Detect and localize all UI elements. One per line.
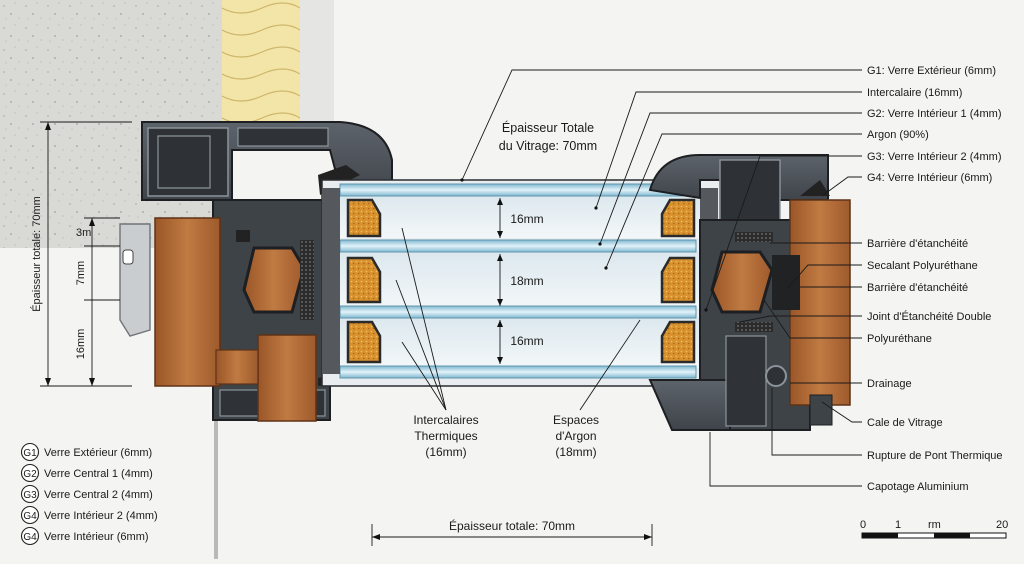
legend-badge: G4 xyxy=(23,511,37,522)
legend: G1 Verre Extérieur (6mm) G2 Verre Centra… xyxy=(20,442,158,546)
bottom-dimension: Épaisseur totale: 70mm xyxy=(371,518,653,546)
legend-text: Verre Intérieur (6mm) xyxy=(44,531,149,543)
scale-tick-20: 20 xyxy=(996,519,1008,531)
label-secalant: Secalant Polyuréthane xyxy=(867,260,978,272)
total-thickness-caption-line1: Épaisseur Totale xyxy=(502,120,594,135)
legend-item: G4 Verre Intérieur (6mm) xyxy=(20,526,149,546)
scale-tick-1: 1 xyxy=(895,519,901,531)
center-captions: Intercalaires Thermiques (16mm) Espaces … xyxy=(395,227,641,459)
bottom-total-dim: Épaisseur totale: 70mm xyxy=(449,518,575,533)
gap-dim-1: 16mm xyxy=(510,212,543,226)
legend-item: G1 Verre Extérieur (6mm) xyxy=(20,442,152,462)
spacers-caption-1: Intercalaires xyxy=(413,413,478,427)
left-frame-profile xyxy=(119,121,393,422)
left-dim-7mm: 7mm xyxy=(75,261,87,285)
right-frame-profile xyxy=(648,154,851,431)
left-dimensions: Épaisseur totale: 70mm 3m 7mm 16mm xyxy=(30,121,132,387)
glass-g2 xyxy=(339,239,697,253)
label-g2: G2: Verre Intérieur 1 (4mm) xyxy=(867,108,1002,120)
label-cale: Cale de Vitrage xyxy=(867,417,943,429)
label-capotage: Capotage Aluminium xyxy=(867,481,969,493)
argon-caption-1: Espaces xyxy=(553,413,599,427)
glass-g3 xyxy=(339,305,697,319)
legend-text: Verre Extérieur (6mm) xyxy=(44,447,152,459)
label-argon: Argon (90%) xyxy=(867,129,929,141)
gap-dim-2: 18mm xyxy=(510,274,543,288)
insulation-layer xyxy=(222,0,300,122)
scale-bar: 0 1 rm 20 xyxy=(860,519,1008,539)
spacers-caption-3: (16mm) xyxy=(425,445,466,459)
label-g3: G3: Verre Intérieur 2 (4mm) xyxy=(867,151,1002,163)
spacers-caption-2: Thermiques xyxy=(414,429,477,443)
leader-lines xyxy=(460,69,862,487)
legend-badge: G1 xyxy=(23,448,37,459)
handle xyxy=(119,223,151,337)
legend-text: Verre Central 2 (4mm) xyxy=(44,489,153,501)
argon-caption-3: (18mm) xyxy=(555,445,596,459)
argon-caption-2: d'Argon xyxy=(556,429,597,443)
left-dim-3m: 3m xyxy=(76,227,91,239)
label-g1: G1: Verre Extérieur (6mm) xyxy=(867,65,996,77)
label-g4: G4: Verre Intérieur (6mm) xyxy=(867,172,992,184)
legend-text: Verre Central 1 (4mm) xyxy=(44,468,153,480)
glazing-unit xyxy=(321,179,721,387)
legend-item: G2 Verre Central 1 (4mm) xyxy=(20,463,153,483)
gap-dimensions: 16mm 18mm 16mm xyxy=(497,198,544,364)
left-total-dim: Épaisseur totale: 70mm xyxy=(30,196,43,312)
label-polyurethane: Polyuréthane xyxy=(867,333,932,345)
legend-text: Verre Intérieur 2 (4mm) xyxy=(44,510,158,522)
label-barriere-2: Barrière d'étanchéité xyxy=(867,282,968,294)
label-rupture: Rupture de Pont Thermique xyxy=(867,450,1003,462)
legend-item: G3 Verre Central 2 (4mm) xyxy=(20,484,153,504)
label-joint-double: Joint d'Étanchéité Double xyxy=(867,310,991,323)
legend-badge: G4 xyxy=(23,532,37,543)
label-drainage: Drainage xyxy=(867,378,912,390)
total-thickness-caption-line2: du Vitrage: 70mm xyxy=(499,139,597,153)
legend-badge: G2 xyxy=(23,469,37,480)
glass-g1 xyxy=(339,183,697,197)
legend-badge: G3 xyxy=(23,490,37,501)
scale-tick-0: 0 xyxy=(860,519,866,531)
right-labels: G1: Verre Extérieur (6mm) Intercalaire (… xyxy=(867,65,1003,493)
left-wood-frame xyxy=(154,217,221,387)
scale-unit: rm xyxy=(928,519,941,531)
glass-g4 xyxy=(339,365,697,379)
gap-dim-3: 16mm xyxy=(510,334,543,348)
legend-item: G4 Verre Intérieur 2 (4mm) xyxy=(20,505,158,525)
left-dim-16mm: 16mm xyxy=(75,329,87,360)
label-intercalaire: Intercalaire (16mm) xyxy=(867,87,962,99)
label-barriere-1: Barrière d'étanchéité xyxy=(867,238,968,250)
